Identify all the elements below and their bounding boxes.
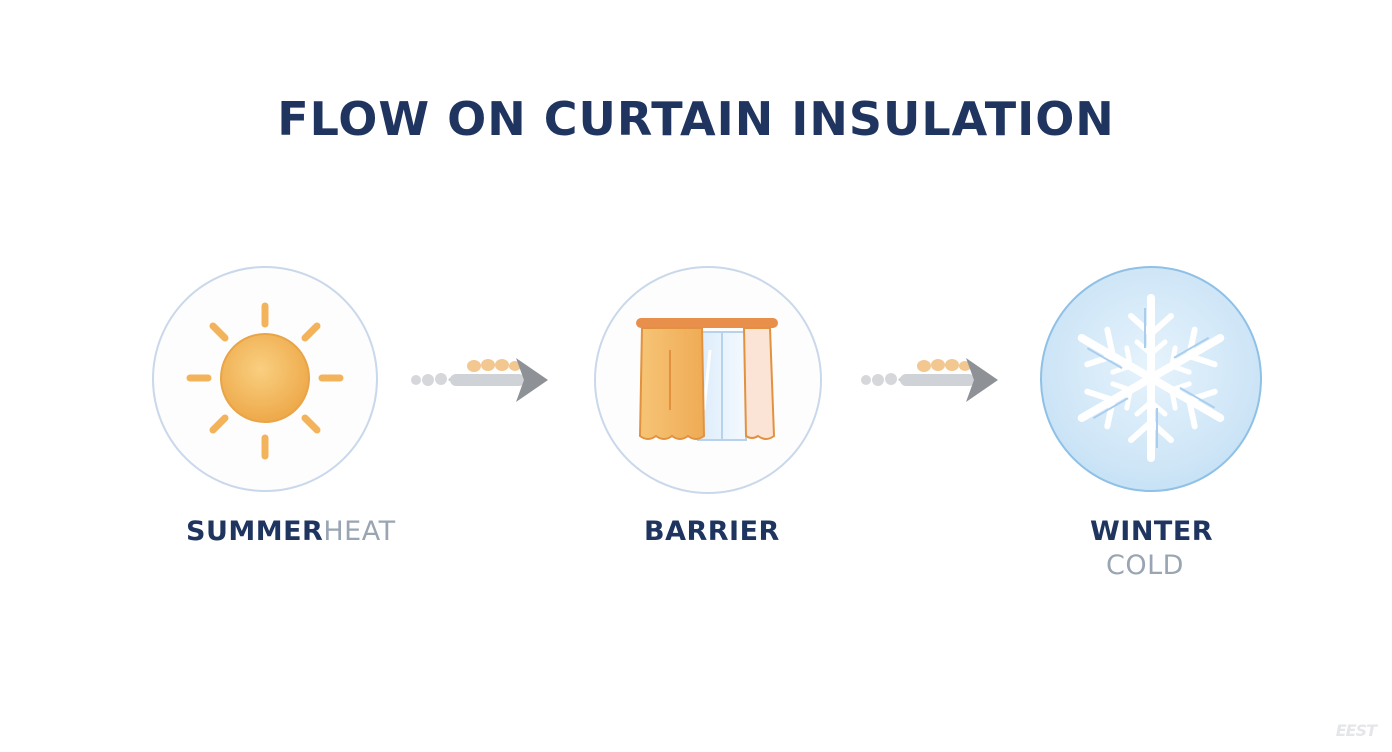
watermark: EEST: [1335, 721, 1377, 740]
diagram-title: FLOW ON CURTAIN INSULATION: [277, 92, 1115, 146]
barrier-label: BARRIER: [644, 516, 780, 547]
summer-label: SUMMER: [186, 516, 324, 547]
arrow-icon: [861, 358, 998, 402]
cold-label: COLD: [1106, 550, 1184, 581]
snowflake-icon: [1071, 294, 1231, 464]
heat-label: HEAT: [323, 516, 396, 547]
summer-heat-label: SUMMERHEAT: [186, 516, 396, 547]
curtain-icon: [636, 318, 778, 441]
arrow-icon: [411, 358, 548, 402]
winter-label: WINTER: [1090, 516, 1214, 547]
sun-icon: [186, 302, 344, 460]
